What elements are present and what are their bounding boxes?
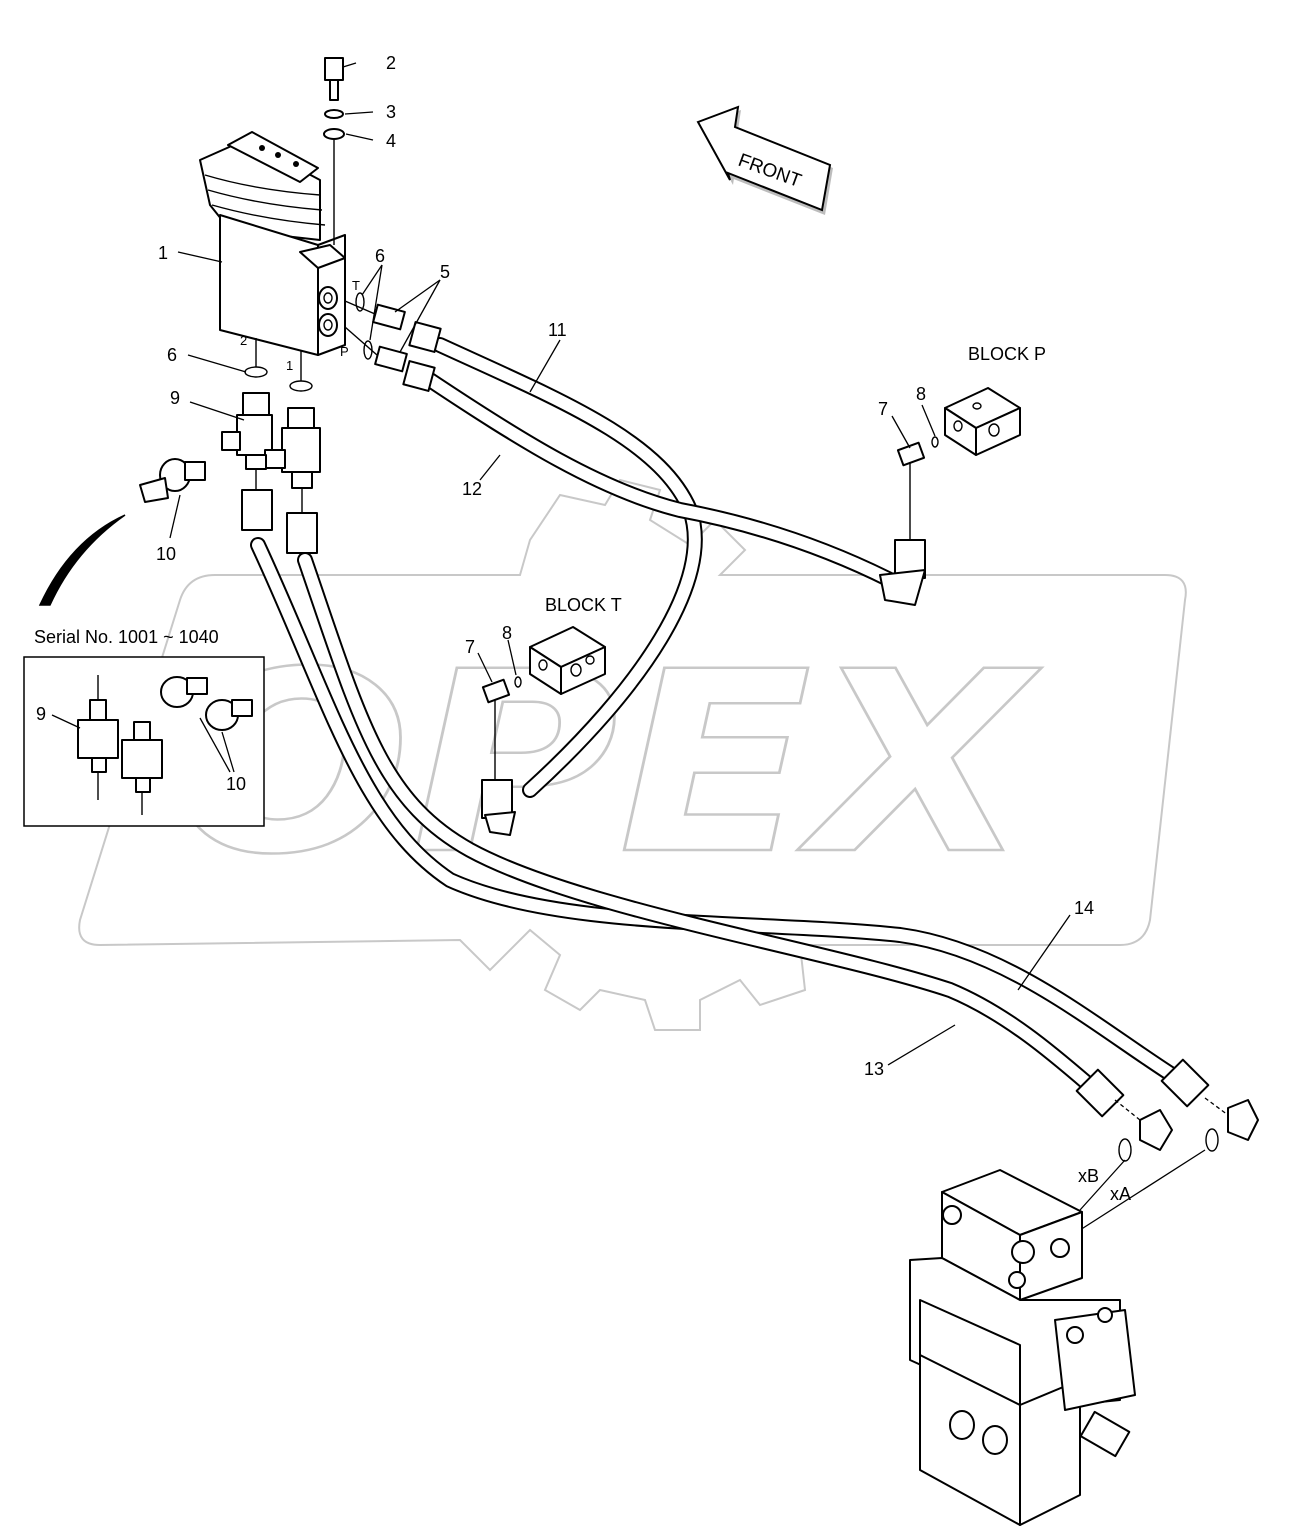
port-label-t: T bbox=[352, 278, 360, 293]
callout-1: 1 bbox=[158, 243, 168, 263]
fittings-5-6 bbox=[244, 292, 442, 392]
front-arrow: FRONT bbox=[696, 105, 833, 215]
inset-title: Serial No. 1001 ~ 1040 bbox=[34, 627, 219, 647]
port-label-1: 1 bbox=[286, 358, 293, 373]
inset-callout-10: 10 bbox=[226, 774, 246, 794]
block-t bbox=[481, 626, 606, 836]
callout-10: 10 bbox=[156, 544, 176, 564]
control-valve bbox=[909, 1169, 1136, 1526]
port-label-xb: xB bbox=[1078, 1166, 1099, 1186]
callout-12: 12 bbox=[462, 479, 482, 499]
callout-8b: 8 bbox=[502, 623, 512, 643]
inset-callout-9: 9 bbox=[36, 704, 46, 724]
block-p bbox=[879, 387, 1021, 606]
inset-box bbox=[23, 656, 265, 827]
callout-4: 4 bbox=[386, 131, 396, 151]
port-label-2: 2 bbox=[240, 333, 247, 348]
callout-6b: 6 bbox=[167, 345, 177, 365]
callout-7a: 7 bbox=[878, 399, 888, 419]
callout-9: 9 bbox=[170, 388, 180, 408]
callout-8a: 8 bbox=[916, 384, 926, 404]
pilot-valve-body bbox=[199, 131, 346, 356]
callout-5: 5 bbox=[440, 262, 450, 282]
callout-14: 14 bbox=[1074, 898, 1094, 918]
mounting-bolt bbox=[323, 57, 345, 245]
hoses bbox=[250, 337, 1188, 1098]
port-label-xa: xA bbox=[1110, 1184, 1131, 1204]
adapters-9 bbox=[221, 392, 321, 554]
callout-2: 2 bbox=[386, 53, 396, 73]
callout-3: 3 bbox=[386, 102, 396, 122]
watermark-gear bbox=[78, 478, 1187, 1031]
callout-11: 11 bbox=[548, 320, 567, 340]
inset-pointer-arrow bbox=[38, 514, 126, 606]
hose-end-fittings bbox=[1075, 1058, 1259, 1231]
pressure-switch-10 bbox=[139, 458, 206, 503]
callout-leaders bbox=[169, 62, 1071, 1066]
callout-6a: 6 bbox=[375, 246, 385, 266]
callout-13: 13 bbox=[864, 1059, 884, 1079]
port-label-p: P bbox=[340, 344, 349, 359]
block-p-label: BLOCK P bbox=[968, 344, 1046, 364]
block-t-label: BLOCK T bbox=[545, 595, 622, 615]
callout-7b: 7 bbox=[465, 637, 475, 657]
